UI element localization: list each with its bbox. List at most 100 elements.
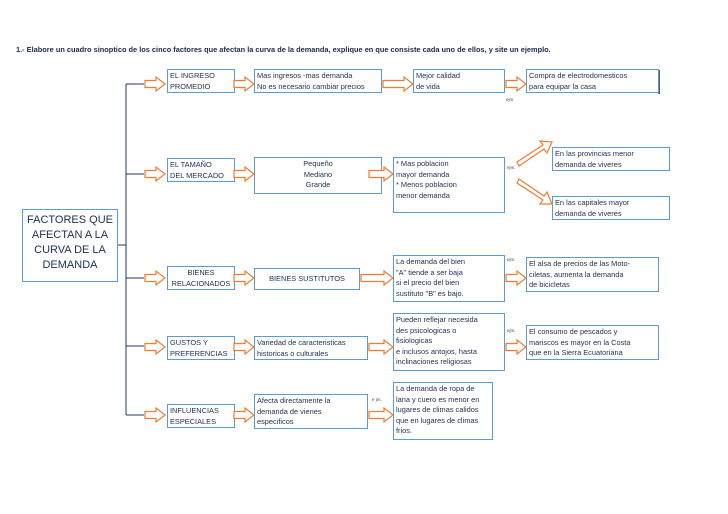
- effect-text: mayor demanda: [396, 169, 450, 179]
- explanation-box-influencias: Afecta directamente la demanda de vienes…: [254, 394, 368, 429]
- example-marker: ejm.: [506, 97, 515, 102]
- arrow-icon: [233, 76, 255, 92]
- arrow-icon: [144, 407, 166, 423]
- example-text: La demanda de ropa de: [396, 384, 475, 393]
- arrow-icon: [233, 407, 255, 423]
- example-text: En las provincias menor: [555, 149, 634, 158]
- factor-label: PREFERENCIAS: [170, 348, 228, 358]
- assignment-heading: 1.- Elabore un cuadro sinoptico de los c…: [16, 45, 551, 54]
- factor-label: GUSTOS Y: [170, 338, 208, 347]
- effect-text: "A" tiende a ser baja: [396, 267, 463, 277]
- factor-label: ESPECIALES: [170, 416, 217, 426]
- factor-box-bienes: BIENES RELACIONADOS: [167, 266, 235, 290]
- explanation-text: Mas ingresos -mas demanda: [257, 71, 353, 80]
- example-box-bienes: El alsa de precios de las Moto- ciletas,…: [526, 257, 659, 292]
- arrow-icon: [505, 270, 527, 286]
- example-text: frios.: [396, 426, 413, 435]
- example-marker: e jm.: [372, 397, 382, 402]
- effect-text: de vida: [416, 81, 440, 91]
- arrow-icon: [505, 76, 527, 92]
- example-text: Compra de electrodomesticos: [529, 71, 628, 80]
- explanation-box-bienes: BIENES SUSTITUTOS: [254, 268, 360, 290]
- example-text: lugares de climas calidos: [396, 405, 479, 414]
- explanation-text: historicas o culturales: [257, 348, 329, 358]
- main-topic-line: CURVA DE LA: [34, 244, 106, 256]
- example-text: que en lugares de climas: [396, 415, 479, 425]
- effect-text: sustituto "B" es bajo.: [396, 288, 464, 298]
- main-topic-line: FACTORES QUE: [27, 214, 113, 226]
- arrow-icon: [144, 76, 166, 92]
- example-text: que en la Sierra Ecuatoriana: [529, 348, 623, 357]
- arrow-icon: [233, 270, 255, 286]
- effect-box-tamano: * Mas poblacion mayor demanda * Menos po…: [393, 157, 505, 213]
- effect-text: des psicologicas o: [396, 325, 457, 335]
- explanation-text: Grande: [305, 180, 331, 189]
- effect-text: La demanda del bien: [396, 257, 466, 266]
- effect-box-gustos: Pueden reflejar necesida des psicologica…: [393, 313, 505, 371]
- factor-label: DEL MERCADO: [170, 170, 224, 180]
- main-topic-line: AFECTAN A LA: [31, 229, 109, 241]
- arrow-icon: [368, 339, 394, 355]
- arrow-icon: [368, 166, 394, 182]
- effect-text: inclinaciones religiosas: [396, 357, 472, 366]
- explanation-text: especificos: [257, 417, 294, 426]
- example-text: En las capitales mayor: [555, 198, 630, 207]
- example-box-tamano-capitales: En las capitales mayor demanda de vivere…: [552, 196, 670, 220]
- example-text: demanda de viveres: [555, 208, 622, 218]
- arrow-icon: [144, 270, 166, 286]
- example-box-tamano-provincias: En las provincias menor demanda de viver…: [552, 147, 670, 171]
- example-text: ciletas, aumenta la demanda: [529, 269, 624, 279]
- example-text: El consumo de pescados y: [529, 327, 618, 336]
- factor-label: PROMEDIO: [170, 81, 211, 91]
- example-text: de bicicletas: [529, 280, 570, 289]
- example-text: mariscos es mayor en la Costa: [529, 337, 631, 347]
- main-topic-box: FACTORES QUE AFECTAN A LA CURVA DE LA DE…: [22, 209, 118, 282]
- effect-text: si el precio del bien: [396, 278, 460, 287]
- explanation-box-tamano: Pequeño Mediano Grande: [254, 157, 382, 194]
- example-box-gustos: El consumo de pescados y mariscos es may…: [526, 325, 659, 360]
- explanation-box-gustos: Variedad de caracteristicas historicas o…: [254, 336, 368, 360]
- explanation-text: Mediano: [303, 169, 333, 179]
- factor-box-gustos: GUSTOS Y PREFERENCIAS: [167, 336, 235, 360]
- effect-text: * Menos poblacion: [396, 180, 457, 189]
- factor-label: EL INGRESO: [170, 71, 215, 80]
- explanation-text: Pequeño: [303, 159, 333, 168]
- example-text: demanda de viveres: [555, 159, 622, 169]
- arrow-icon: [233, 166, 255, 182]
- arrow-icon: [516, 178, 553, 205]
- effect-text: fisiologicas: [396, 336, 433, 345]
- example-marker: ejm.: [507, 257, 516, 262]
- arrow-icon: [368, 407, 394, 423]
- example-text: lana y cuero es menor en: [396, 394, 480, 404]
- example-marker: ejm.: [507, 328, 516, 333]
- effect-text: menor demanda: [396, 190, 450, 200]
- factor-label: BIENES: [187, 268, 215, 277]
- example-text: para equipar la casa: [529, 81, 596, 91]
- factor-box-tamano: EL TAMAÑO DEL MERCADO: [167, 158, 235, 182]
- example-box-influencias: La demanda de ropa de lana y cuero es me…: [393, 382, 493, 440]
- arrow-icon: [144, 339, 166, 355]
- explanation-text: demanda de vienes: [257, 406, 322, 416]
- effect-box-ingreso: Mejor calidad de vida: [413, 69, 505, 93]
- effect-box-bienes: La demanda del bien "A" tiende a ser baj…: [393, 255, 505, 302]
- explanation-text: Afecta directamente la: [257, 396, 331, 405]
- factor-label: EL TAMAÑO: [170, 160, 212, 169]
- example-marker: ejm.: [507, 165, 516, 170]
- explanation-text: No es necesario cambiar precios: [257, 81, 365, 91]
- effect-text: Pueden reflejar necesida: [396, 315, 478, 324]
- example-text: El alsa de precios de las Moto-: [529, 259, 631, 268]
- main-topic-line: DEMANDA: [42, 259, 98, 271]
- explanation-text: Variedad de caracteristicas: [257, 338, 346, 347]
- effect-text: Mejor calidad: [416, 71, 460, 80]
- arrow-icon: [360, 270, 394, 286]
- example-box-ingreso: Compra de electrodomesticos para equipar…: [526, 69, 659, 93]
- arrow-icon: [233, 339, 255, 355]
- explanation-box-ingreso: Mas ingresos -mas demanda No es necesari…: [254, 69, 382, 93]
- factor-box-influencias: INFLUENCIAS ESPECIALES: [167, 404, 235, 428]
- explanation-text: BIENES SUSTITUTOS: [269, 274, 345, 283]
- arrow-icon: [505, 339, 527, 355]
- arrow-icon: [516, 140, 553, 167]
- factor-label: INFLUENCIAS: [170, 406, 219, 415]
- arrow-icon: [382, 76, 414, 92]
